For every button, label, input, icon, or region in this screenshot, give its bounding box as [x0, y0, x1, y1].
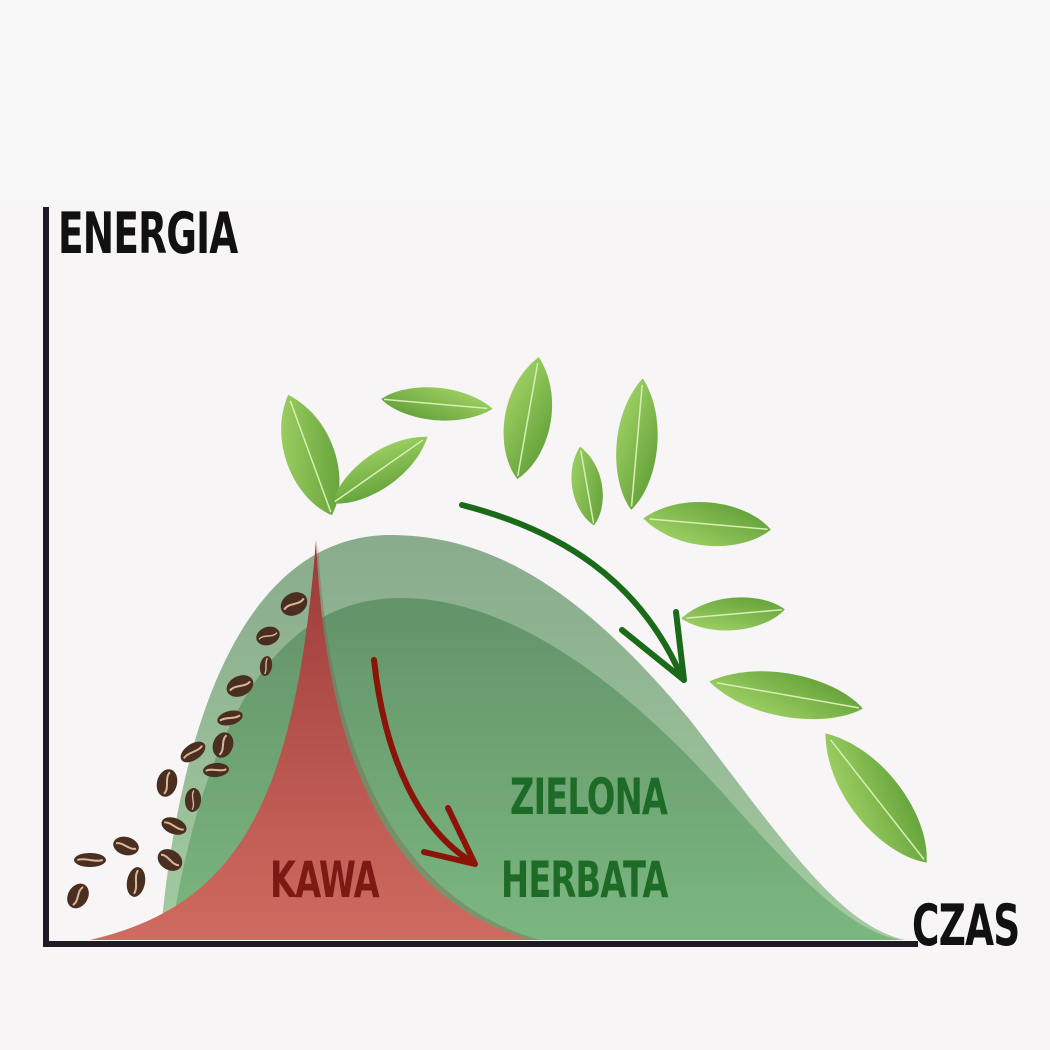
top-band [0, 0, 1050, 207]
coffee-bean-icon [180, 741, 206, 763]
coffee-bean-icon [113, 836, 139, 856]
tea-leaf-icon [381, 387, 493, 421]
tea-decline-arrow [459, 502, 687, 683]
coffee-decline-arrow [371, 657, 478, 867]
tea-leaf-icon [281, 394, 340, 516]
tea-leaf-icon [616, 378, 658, 510]
tea-leaf-icon [825, 733, 927, 863]
coffee-bean-icon [212, 732, 234, 758]
tea-leaves [281, 356, 927, 863]
coffee-bean-icon [126, 867, 146, 897]
y-axis-label: ENERGIA [58, 201, 238, 268]
coffee-bean-icon [203, 762, 229, 778]
coffee-bean-icon [217, 710, 243, 726]
coffee-bean-icon [184, 788, 202, 812]
x-axis-label: CZAS [912, 893, 1020, 960]
tea-leaf-icon [571, 446, 603, 526]
tea-leaf-icon [709, 671, 863, 720]
coffee-label: KAWA [270, 851, 380, 909]
coffee-bean-icon [280, 592, 308, 616]
coffee-bean-icon [226, 675, 254, 697]
green-tea-label-line1: ZIELONA [510, 768, 668, 826]
coffee-bean-icon [74, 853, 106, 867]
tea-leaf-icon [332, 436, 428, 504]
coffee-bean-icon [156, 769, 178, 797]
green-tea-label-line2: HERBATA [501, 851, 668, 909]
coffee-bean-icon [161, 817, 187, 835]
coffee-bean-icon [67, 883, 89, 909]
tea-leaf-icon [503, 356, 552, 480]
tea-leaf-icon [681, 597, 785, 631]
coffee-bean-icon [157, 849, 183, 871]
tea-leaf-icon [643, 502, 771, 547]
coffee-bean-icon [256, 626, 280, 646]
coffee-bean-icon [259, 656, 273, 676]
coffee-beans [67, 592, 308, 909]
coffee-curve [90, 540, 530, 940]
